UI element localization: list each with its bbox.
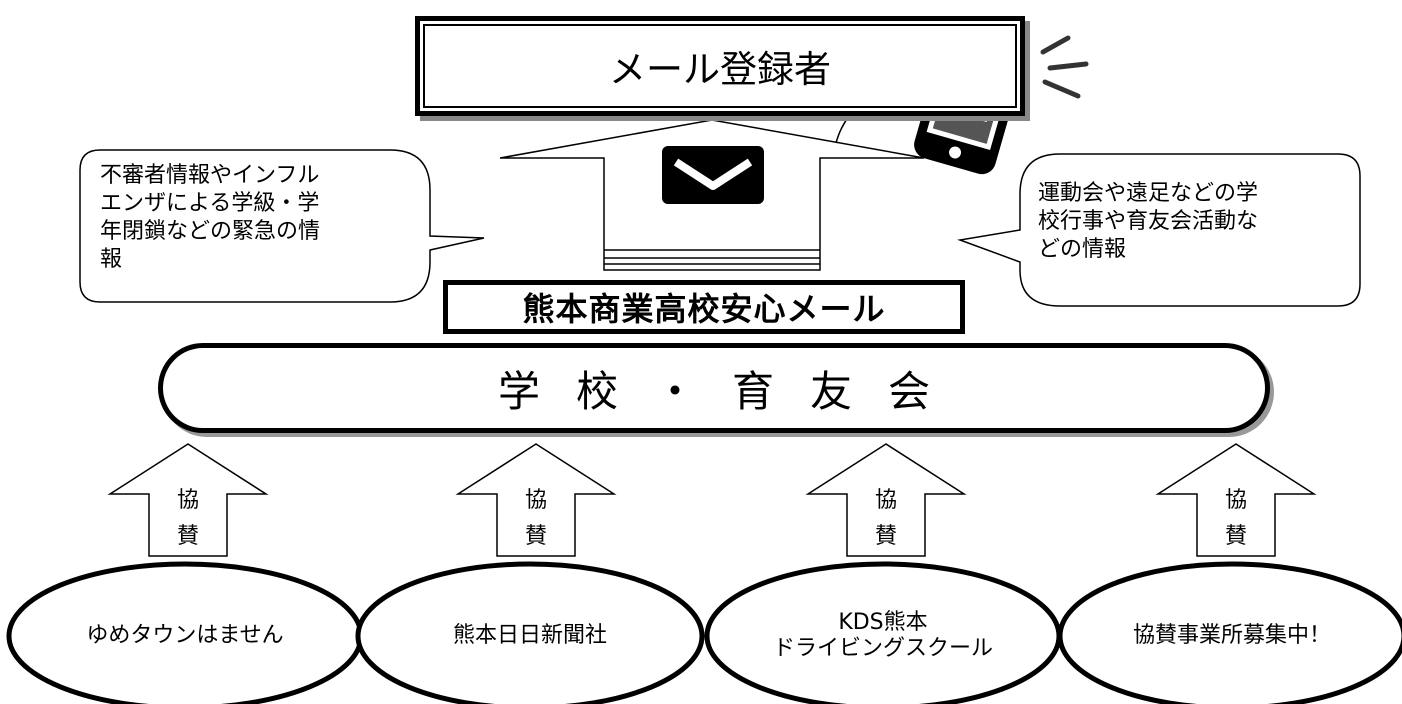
sponsor-name-4: 協賛事業所募集中！	[1132, 623, 1331, 648]
sponsor-arrow-4	[1155, 443, 1317, 557]
school-label: 学校・育友会	[497, 366, 966, 416]
sponsor-name-1: ゆめタウンはません	[86, 623, 284, 648]
mail-system-box: 熊本商業高校安心メール	[443, 280, 965, 334]
sponsor-name-2: 熊本日日新聞社	[452, 623, 607, 648]
recipient-label: メール登録者	[609, 48, 831, 91]
sponsor-arrow-label-3: 協 賛	[874, 488, 897, 549]
mail-system-label: 熊本商業高校安心メール	[522, 290, 886, 328]
sponsor-arrow-2	[455, 443, 617, 557]
sponsor-arrow-3	[805, 443, 967, 557]
sponsor-arrow-label-2: 協 賛	[524, 488, 547, 549]
recipient-box: メール登録者	[415, 16, 1025, 116]
sponsor-ellipse-4	[1057, 561, 1402, 704]
school-box: 学校・育友会	[158, 343, 1270, 433]
sponsor-arrow-1	[107, 443, 269, 557]
speech-bubble-left	[79, 149, 485, 303]
speech-bubble-right	[957, 153, 1361, 307]
bubble-events-text: 運動会や遠足などの学 校行事や育友会活動な どの情報	[1038, 181, 1259, 262]
sponsor-arrow-label-1: 協 賛	[176, 488, 199, 549]
sponsor-arrow-label-4: 協 賛	[1224, 488, 1247, 549]
bubble-emergency-text: 不審者情報やインフル エンザによる学級・学 年閉鎖などの緊急の情 報	[100, 163, 321, 272]
notification-lines-icon	[1040, 35, 1089, 99]
envelope-icon	[662, 146, 764, 204]
sponsor-name-3: KDS熊本 ドライビングスクール	[772, 610, 993, 661]
sponsor-ellipse-2	[355, 561, 705, 704]
